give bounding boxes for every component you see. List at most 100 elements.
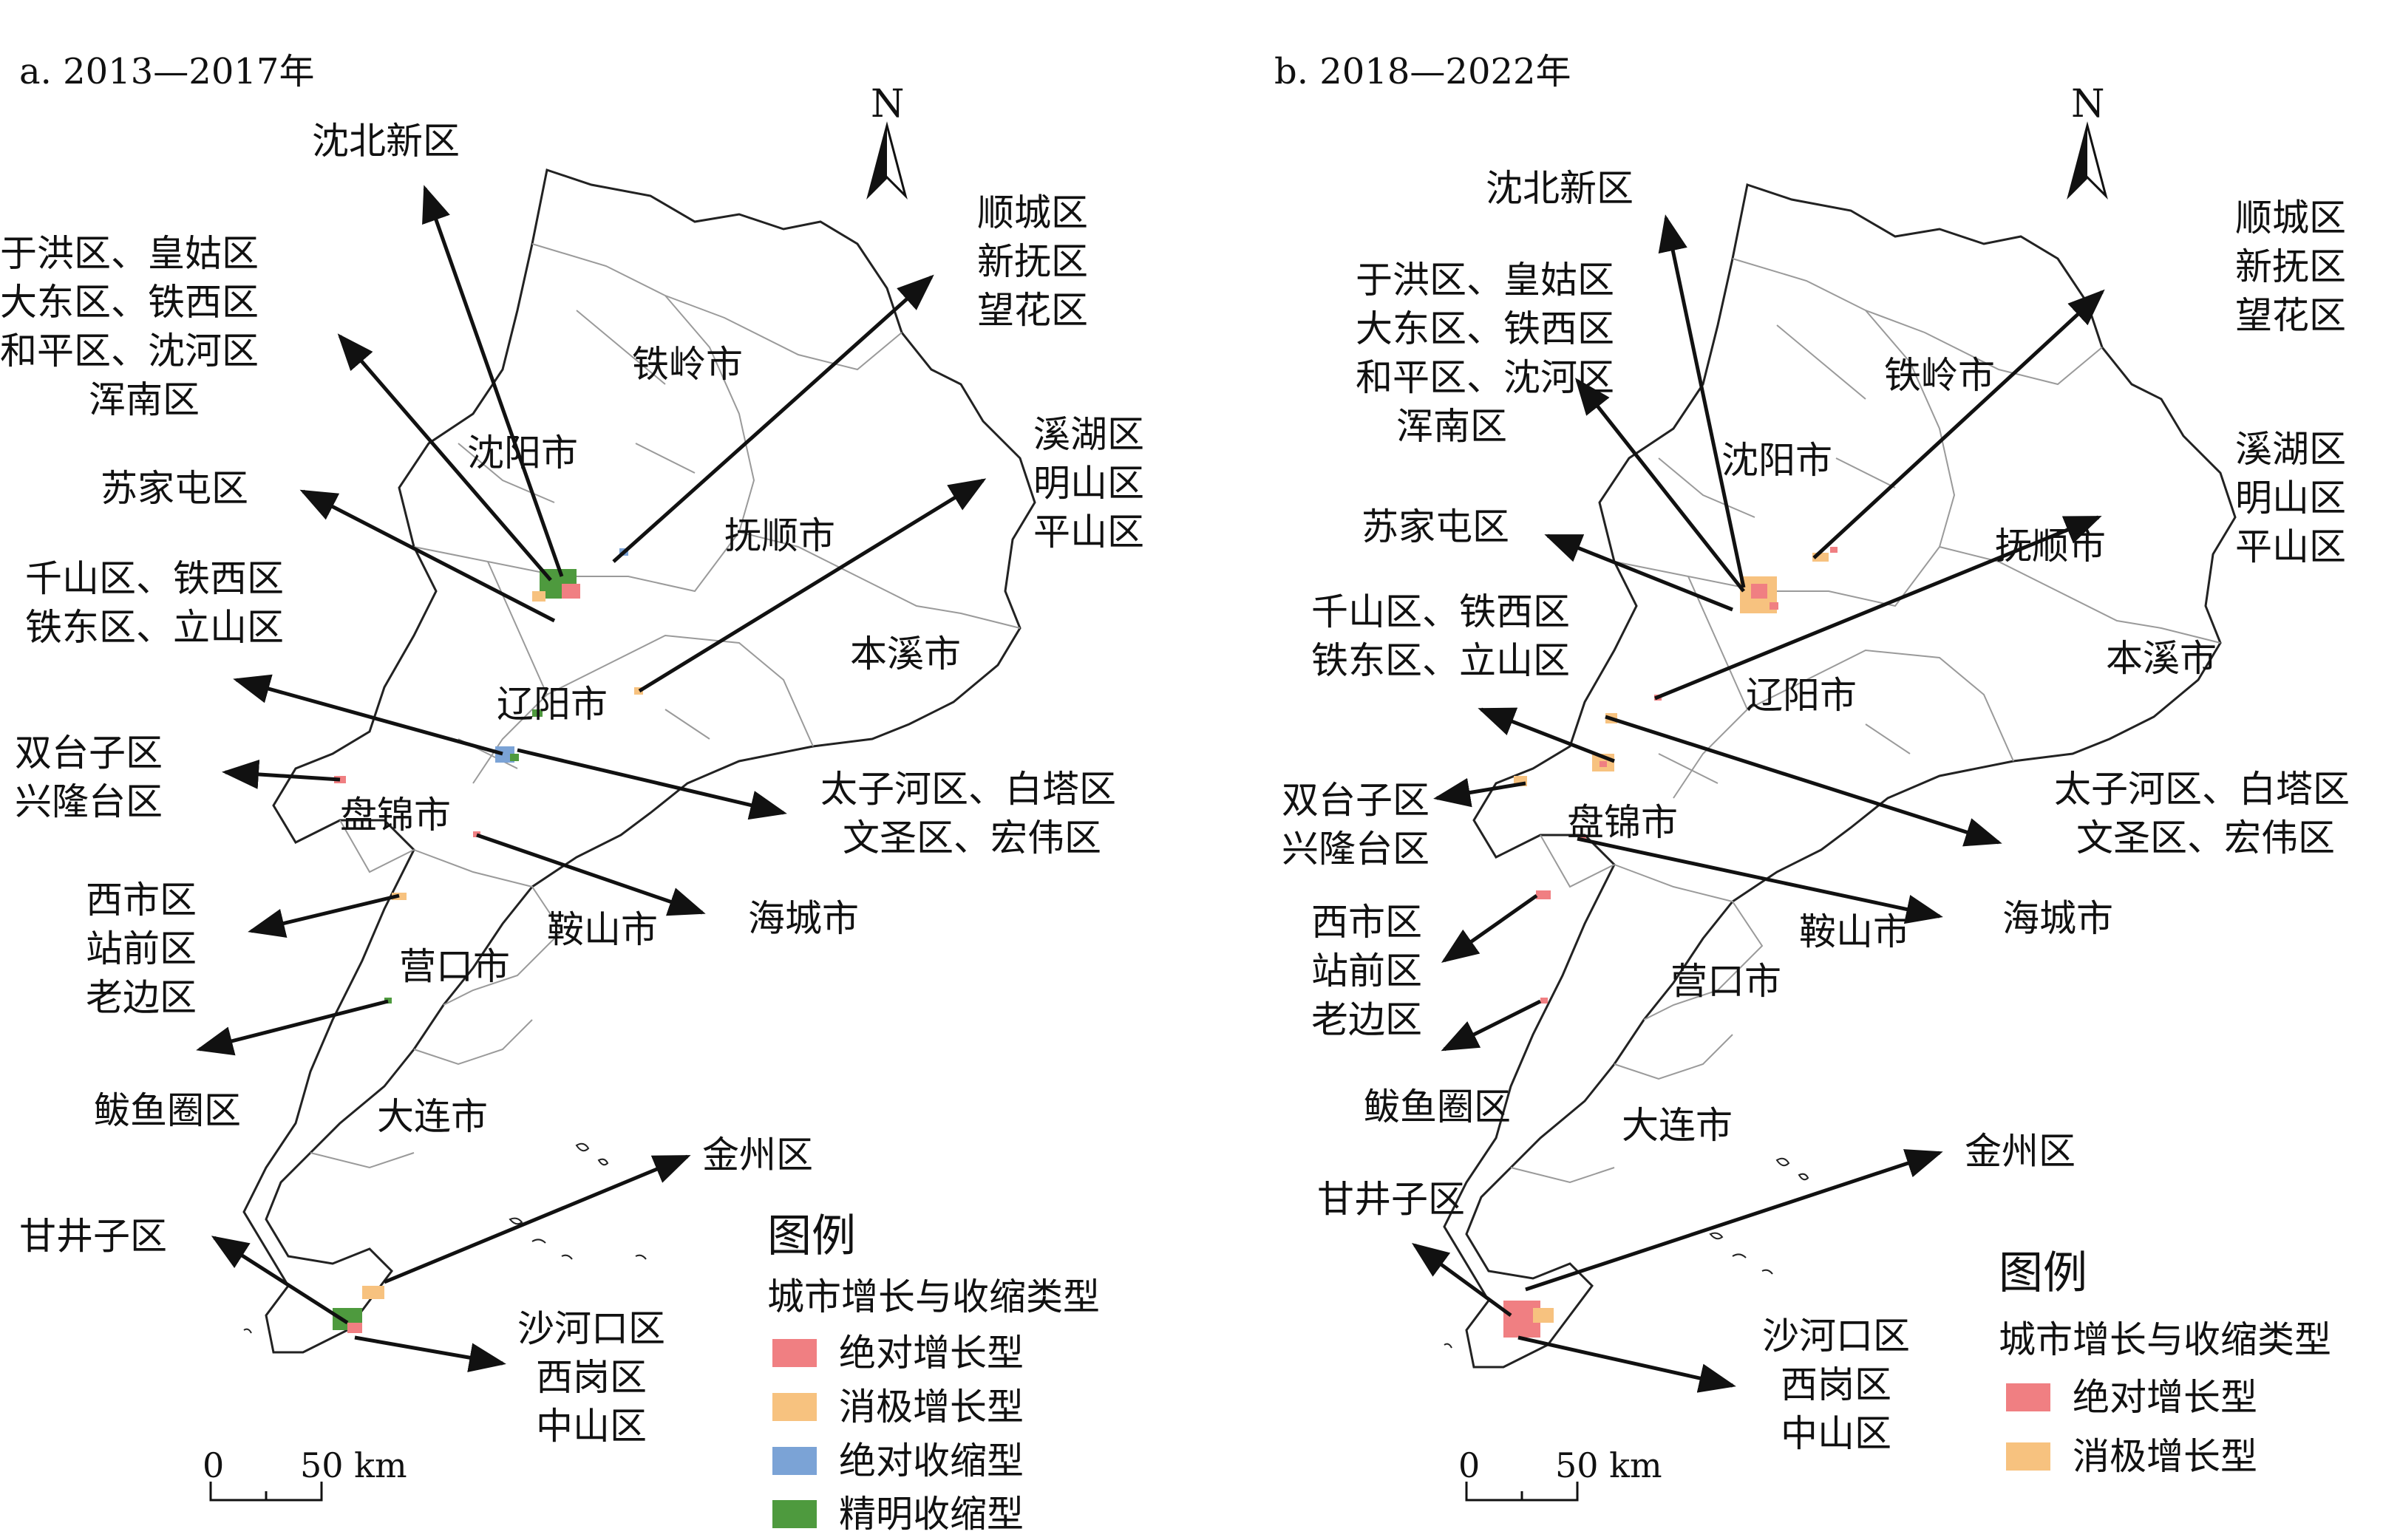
label-shahekou-3: 中山区 [536,1405,647,1448]
label-taizihe-2: 文圣区、宏伟区 [2076,817,2335,859]
legend-subtitle: 城市增长与收缩类型 [1999,1318,2331,1361]
label-shuangtaizi-1: 双台子区 [1282,779,1430,822]
label-haicheng: 海城市 [2002,897,2113,940]
label-yuhong-1: 于洪区、皇姑区 [0,232,259,275]
label-taizihe-2: 文圣区、宏伟区 [843,817,1101,859]
legend-swatch-smart-shrink [772,1500,817,1528]
city-label-tieling: 铁岭市 [632,343,743,386]
legend-label-absolute-growth: 绝对增长型 [839,1332,1024,1374]
city-label-anshan: 鞍山市 [547,908,658,951]
label-shahekou-1: 沙河口区 [517,1307,665,1350]
city-label-panjin: 盘锦市 [1567,801,1678,844]
label-shuangtaizi-2: 兴隆台区 [15,780,163,823]
label-shuncheng-3: 望花区 [2235,294,2346,337]
map-svg-a [196,121,1036,1502]
label-taizihe-1: 太子河区、白塔区 [820,768,1116,811]
label-shuangtaizi-1: 双台子区 [15,732,163,774]
label-shuncheng-2: 新抚区 [2235,245,2346,288]
city-label-dalian: 大连市 [1622,1104,1733,1147]
label-xihu-3: 平山区 [1033,511,1144,553]
city-label-anshan: 鞍山市 [1799,910,1910,953]
label-xihu-1: 溪湖区 [1033,413,1144,456]
label-shenbei: 沈北新区 [312,120,460,163]
islands [1444,1157,1809,1349]
legend-label-passive-growth: 消极增长型 [839,1386,1024,1428]
scale-zero: 0 [1458,1445,1481,1485]
city-label-shenyang: 沈阳市 [1721,439,1832,482]
legend-title: 图例 [1999,1247,2087,1299]
scale-value: 50 km [1555,1445,1662,1485]
legend-swatch-absolute-shrink [772,1447,817,1475]
north-label: N [871,82,905,126]
label-shahekou-3: 中山区 [1781,1412,1891,1455]
label-yuhong-3: 和平区、沈河区 [0,330,259,372]
scale-zero: 0 [203,1445,225,1485]
city-label-liaoyang: 辽阳市 [497,683,608,726]
city-label-yingkou: 营口市 [1670,960,1781,1003]
legend-swatch-passive-growth [2006,1442,2050,1471]
label-xishi-3: 老边区 [1311,998,1422,1041]
legend-swatch-passive-growth [772,1393,817,1421]
scale-value: 50 km [300,1445,407,1485]
region-outline [1443,183,2237,1369]
label-xishi-1: 西市区 [86,879,197,921]
label-qianshan-2: 铁东区、立山区 [1311,639,1570,682]
legend-label-smart-shrink: 精明收缩型 [839,1493,1024,1536]
label-haicheng: 海城市 [748,897,859,940]
region-outline [242,168,1036,1354]
legend-label-passive-growth: 消极增长型 [2073,1435,2257,1478]
city-label-fushun: 抚顺市 [724,514,835,557]
scale-bar [209,1482,323,1502]
label-shuncheng-2: 新抚区 [977,240,1088,283]
label-yuhong-2: 大东区、铁西区 [0,281,259,324]
panel-title: a. 2013—2017年 [19,51,315,92]
label-shenbei: 沈北新区 [1486,167,1634,210]
label-yuhong-1: 于洪区、皇姑区 [1356,259,1614,301]
label-shuncheng-1: 顺城区 [2235,197,2346,239]
label-xishi-3: 老边区 [86,976,197,1019]
city-label-shenyang: 沈阳市 [467,432,578,474]
legend-swatch-absolute-growth [772,1339,817,1367]
north-arrow [866,121,908,200]
city-boundaries [310,243,1021,1169]
north-arrow [2067,121,2108,200]
label-shahekou-2: 西岗区 [1781,1363,1891,1406]
label-shahekou-1: 沙河口区 [1762,1315,1910,1357]
label-yuhong-3: 和平区、沈河区 [1356,356,1614,399]
islands [243,1142,647,1334]
legend-subtitle: 城市增长与收缩类型 [767,1275,1100,1318]
scale-bar [1465,1482,1579,1502]
city-label-dalian: 大连市 [377,1095,488,1138]
label-shuncheng-3: 望花区 [977,289,1088,332]
label-shuangtaizi-2: 兴隆台区 [1282,828,1430,870]
label-xihu-1: 溪湖区 [2235,428,2346,471]
city-label-tieling: 铁岭市 [1884,354,1995,397]
label-bayuquan: 鲅鱼圈区 [1363,1086,1511,1128]
label-ganjingzi: 甘井子区 [1317,1178,1465,1221]
city-boundaries [1510,258,2221,1184]
label-xihu-2: 明山区 [1033,462,1144,505]
label-sujiatun: 苏家屯区 [101,467,248,510]
city-label-panjin: 盘锦市 [340,794,451,837]
label-xishi-1: 西市区 [1311,901,1422,944]
label-yuhong-2: 大东区、铁西区 [1356,307,1614,350]
label-qianshan-1: 千山区、铁西区 [25,557,284,600]
city-label-fushun: 抚顺市 [1995,525,2106,568]
label-shahekou-2: 西岗区 [536,1356,647,1399]
label-yuhong-4: 浑南区 [1396,405,1507,448]
map-panel-a: a. 2013—2017年 N 铁岭市 沈阳市 抚顺市 本溪市 辽阳市 盘锦市 … [0,51,1144,1536]
label-jinzhou: 金州区 [702,1134,813,1176]
label-ganjingzi: 甘井子区 [19,1215,167,1258]
north-label: N [2071,82,2105,126]
legend-label-absolute-growth: 绝对增长型 [2073,1376,2257,1419]
map-svg-b [1411,121,2237,1502]
label-bayuquan: 鲅鱼圈区 [93,1089,241,1132]
city-label-yingkou: 营口市 [399,945,510,988]
label-taizihe-1: 太子河区、白塔区 [2054,768,2350,811]
label-yuhong-4: 浑南区 [89,378,200,421]
label-xishi-2: 站前区 [86,927,197,970]
legend-swatch-absolute-growth [2006,1383,2050,1411]
label-qianshan-1: 千山区、铁西区 [1311,590,1570,633]
map-panel-b: b. 2018—2022年 N 铁岭市 沈阳市 抚顺市 本溪市 辽阳市 盘锦市 … [1200,0,2400,1540]
label-xihu-2: 明山区 [2235,477,2346,519]
